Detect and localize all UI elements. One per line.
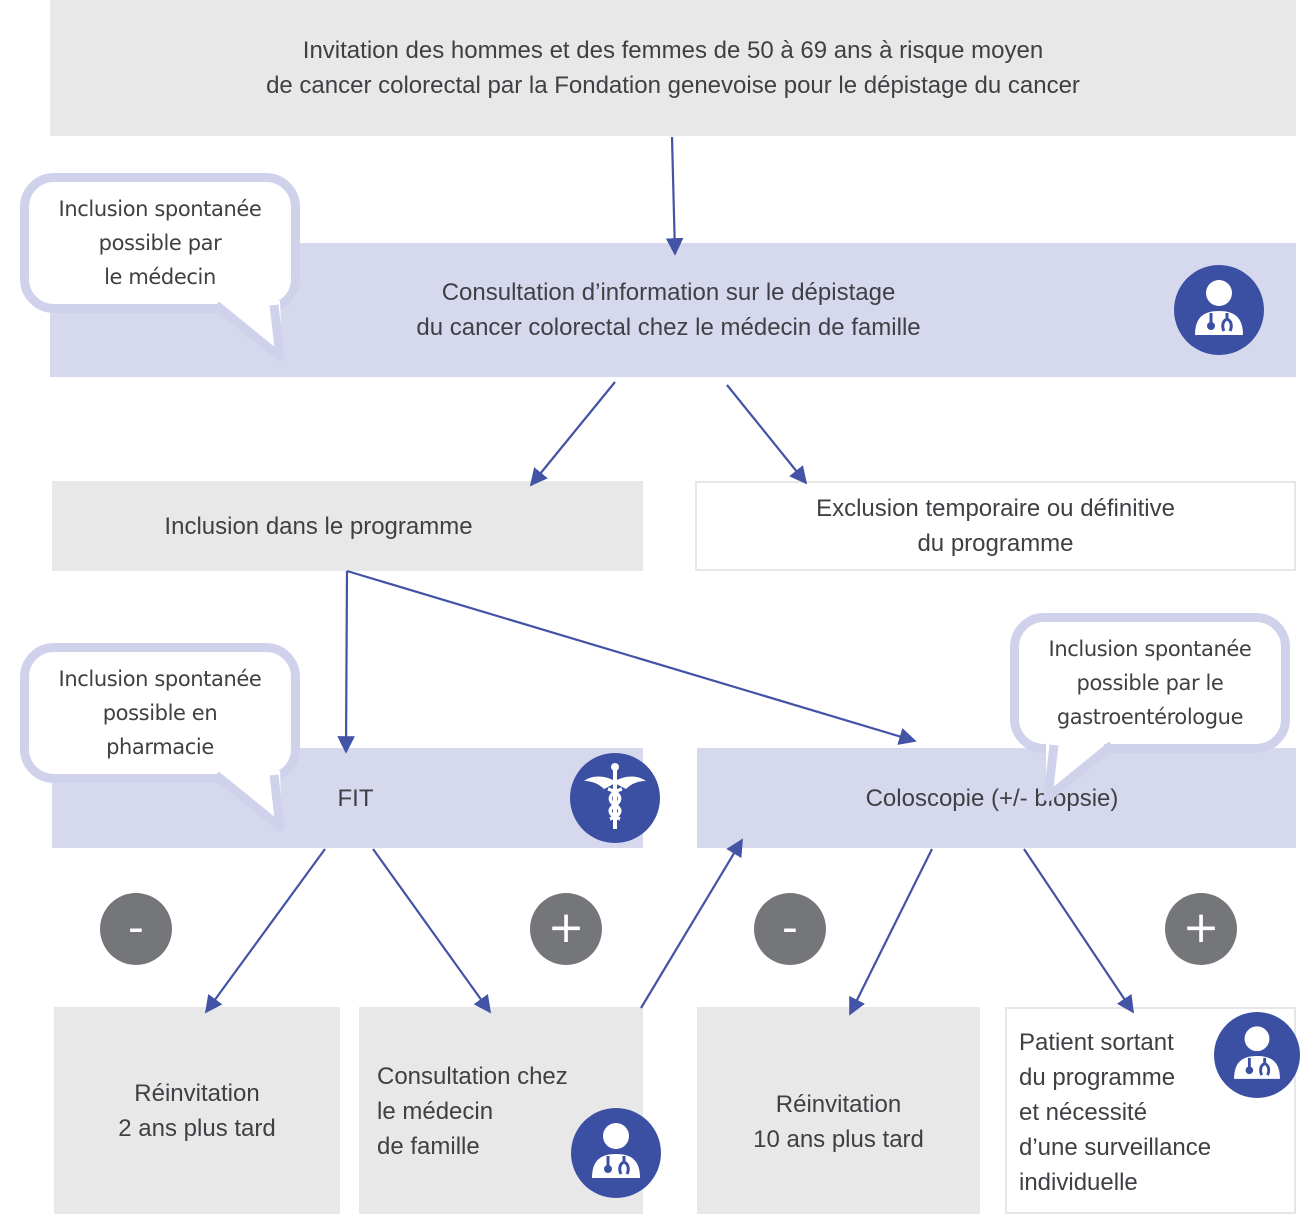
arrow-fit-to-consultation <box>372 848 492 1014</box>
arrow-consultation-to-exclusion <box>726 384 808 485</box>
arrow-inclusion-to-coloscopie <box>346 569 917 745</box>
consultation-info-text: Consultation d’information sur le dépist… <box>416 279 921 341</box>
caduceus-icon <box>570 753 660 843</box>
doctor-icon <box>571 1108 661 1198</box>
arrow-consultation-to-coloscopie <box>640 838 743 1009</box>
colo-positive-sign: + <box>1165 893 1237 965</box>
arrow-invitation-to-consultation <box>665 136 684 256</box>
arrow-fit-to-reinvitation <box>204 848 326 1014</box>
doctor-icon <box>1214 1012 1300 1098</box>
bubble-medecin: Inclusion spontanée possible par le méde… <box>20 173 300 362</box>
bubble-pharmacie: Inclusion spontanée possible en pharmaci… <box>20 643 300 832</box>
bubble-gastro: Inclusion spontanée possible par le gast… <box>1010 613 1290 802</box>
doctor-icon <box>1174 265 1264 355</box>
bubble-gastro-text: Inclusion spontanée possible par le gast… <box>1048 637 1252 729</box>
colo-negative-sign: - <box>754 893 826 965</box>
exclusion-text: Exclusion temporaire ou définitive du pr… <box>816 495 1175 557</box>
exclusion-box: Exclusion temporaire ou définitive du pr… <box>695 481 1296 571</box>
consultation-medecin-text: Consultation chez le médecin de famille <box>377 1063 568 1160</box>
bubble-gastro-tail <box>1043 741 1115 802</box>
reinvitation-10-box: Réinvitation 10 ans plus tard <box>697 1007 980 1214</box>
reinvitation-10-text: Réinvitation 10 ans plus tard <box>753 1090 924 1153</box>
coloscopie-box: Coloscopie (+/- biopsie) <box>697 748 1296 848</box>
invitation-text: Invitation des hommes et des femmes de 5… <box>266 37 1080 99</box>
bubble-pharmacie-text: Inclusion spontanée possible en pharmaci… <box>58 667 262 759</box>
arrow-consultation-to-inclusion <box>529 381 616 487</box>
reinvitation-2-text: Réinvitation 2 ans plus tard <box>118 1079 276 1142</box>
fit-text: FIT <box>337 784 374 812</box>
arrow-coloscopie-to-patient <box>1023 848 1134 1014</box>
fit-positive-sign: + <box>530 893 602 965</box>
inclusion-text: Inclusion dans le programme <box>164 512 473 540</box>
patient-sortant-text: Patient sortant du programme et nécessit… <box>1019 1029 1212 1196</box>
patient-sortant-box: Patient sortant du programme et nécessit… <box>1005 1007 1296 1214</box>
bubble-medecin-text: Inclusion spontanée possible par le méde… <box>58 197 262 289</box>
bubble-pharmacie-tail <box>213 771 285 832</box>
bubble-medecin-tail <box>213 301 285 362</box>
arrow-coloscopie-to-reinvitation <box>849 848 933 1016</box>
fit-negative-sign: - <box>100 893 172 965</box>
arrow-inclusion-to-fit <box>337 570 355 754</box>
reinvitation-2-box: Réinvitation 2 ans plus tard <box>54 1007 340 1214</box>
invitation-box: Invitation des hommes et des femmes de 5… <box>50 0 1296 136</box>
consultation-medecin-box: Consultation chez le médecin de famille <box>359 1007 643 1214</box>
inclusion-box: Inclusion dans le programme <box>52 481 643 571</box>
